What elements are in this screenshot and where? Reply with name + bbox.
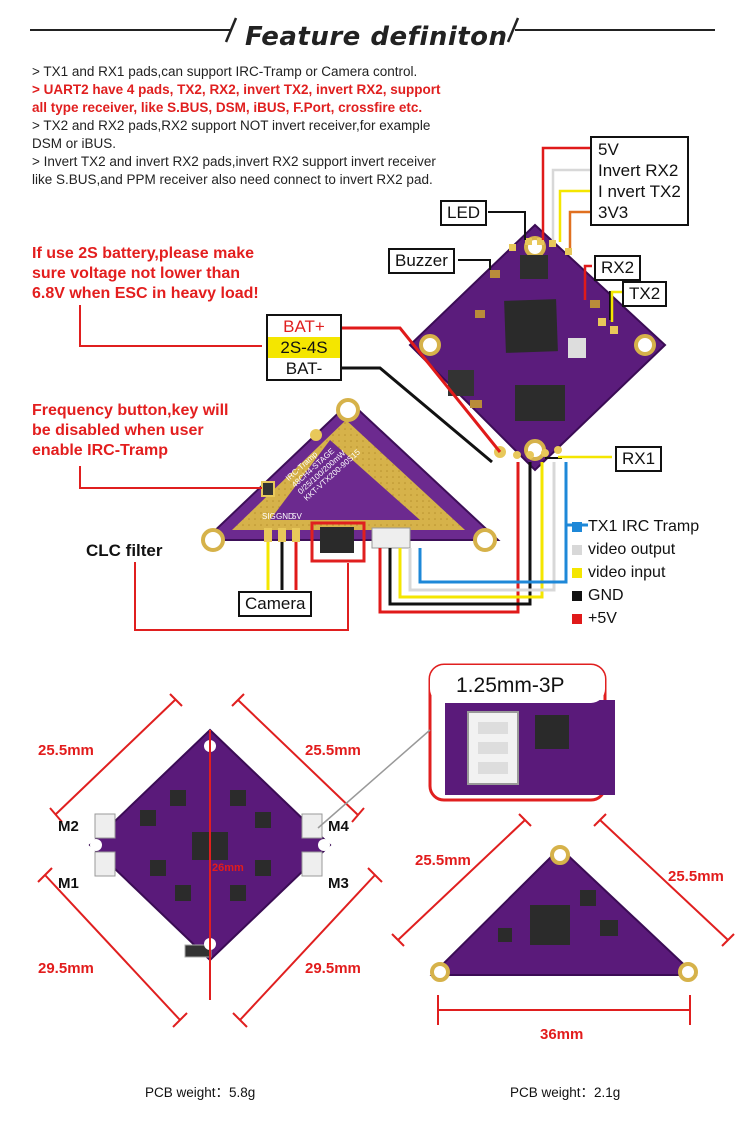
label-5v: 5V [598,140,619,159]
dim-fc-top-left: 25.5mm [38,742,94,759]
warning-line: sure voltage not lower than [32,265,241,282]
note-line: DSM or iBUS. [32,136,117,151]
note-line: like S.BUS,and PPM receiver also need co… [32,172,433,187]
label-buzzer: Buzzer [388,248,455,274]
motor-label-m4: M4 [328,818,349,835]
uart-pad-label-box: 5V Invert RX2 I nvert TX2 3V3 [590,136,689,226]
label-clc-filter: CLC filter [86,541,163,560]
title-bar: Feature definiton [0,8,750,52]
dim-fc-center: 26mm [212,862,244,874]
vtx-dimension-diagram [429,845,698,982]
legend-swatch-blue [572,522,582,532]
label-connector: 1.25mm-3P [456,674,565,697]
battery-wires [340,326,502,464]
legend-swatch-yellow [572,568,582,578]
note-line: enable IRC-Tramp [32,442,169,459]
camera-wires [266,542,298,590]
note-line: > TX2 and RX2 pads,RX2 support NOT inver… [32,118,431,133]
pad-gnd-label: GND [276,512,294,521]
label-bat-minus: BAT- [285,359,323,378]
note-line: > UART2 have 4 pads, TX2, RX2, invert TX… [32,82,441,97]
dim-fc-top-right: 25.5mm [305,742,361,759]
legend-label: TX1 IRC Tramp [588,518,700,535]
fc-dimension-lines [37,693,383,1028]
pad-5v-label: 5V [292,512,302,521]
label-tx2: TX2 [622,281,668,307]
frequency-button-note: Frequency button,key will be disabled wh… [32,401,228,461]
connector-callout [317,663,615,829]
vtx-fc-wires [378,462,588,614]
dim-vtx-left: 25.5mm [415,852,471,869]
dim-fc-bottom-left: 29.5mm [38,960,94,977]
legend-item: +5V [572,610,617,628]
note-line: > Invert TX2 and invert RX2 pads,invert … [32,154,436,169]
legend-item: video input [572,564,666,582]
red-callouts [79,305,349,631]
flight-controller-board [408,223,667,472]
warning-line: If use 2S battery,please make [32,245,255,262]
clc-filter-highlight [310,521,366,563]
note-line: all type receiver, like S.BUS, DSM, iBUS… [32,100,423,115]
legend-label: GND [588,587,624,604]
legend-label: +5V [588,610,617,627]
dim-vtx-bottom: 36mm [540,1026,584,1043]
legend-item: video output [572,541,676,559]
feature-notes: > TX1 and RX1 pads,can support IRC-Tramp… [32,63,492,189]
legend-swatch-white [572,545,582,555]
legend-item: TX1 IRC Tramp [572,518,700,536]
vtx-dimension-lines [391,813,735,1025]
vtx-board [201,398,501,553]
label-camera: Camera [238,591,313,617]
label-rx2: RX2 [594,255,642,281]
pad-sig-label: SIG [262,512,276,521]
dim-vtx-right: 25.5mm [668,868,724,885]
label-rx1: RX1 [615,446,663,472]
label-led: LED [440,200,488,226]
motor-label-m1: M1 [58,875,79,892]
note-line: Frequency button,key will [32,402,229,419]
page-title: Feature definiton [245,22,508,52]
uart-callout-wires [541,146,622,459]
label-2s-4s: 2S-4S [268,337,340,358]
legend-swatch-black [572,591,582,601]
note-line: be disabled when user [32,422,204,439]
dim-fc-bottom-right: 29.5mm [305,960,361,977]
legend-label: video output [588,541,676,558]
title-rule [30,17,715,43]
label-bat-plus: BAT+ [283,317,325,336]
legend-label: video input [588,564,666,581]
battery-label-box: BAT+ 2S-4S BAT- [266,314,342,381]
fc-weight: PCB weight：5.8g [145,1085,256,1100]
legend-item: GND [572,587,624,605]
motor-label-m3: M3 [328,875,349,892]
label-3v3: 3V3 [598,203,629,222]
legend-swatch-red [572,614,582,624]
label-invert-rx2: Invert RX2 [598,161,679,180]
vtx-weight: PCB weight：2.1g [510,1085,621,1100]
label-invert-tx2: I nvert TX2 [598,182,681,201]
battery-warning: If use 2S battery,please make sure volta… [32,244,259,304]
warning-line: 6.8V when ESC in heavy load! [32,285,259,302]
note-line: > TX1 and RX1 pads,can support IRC-Tramp… [32,64,418,79]
motor-label-m2: M2 [58,818,79,835]
